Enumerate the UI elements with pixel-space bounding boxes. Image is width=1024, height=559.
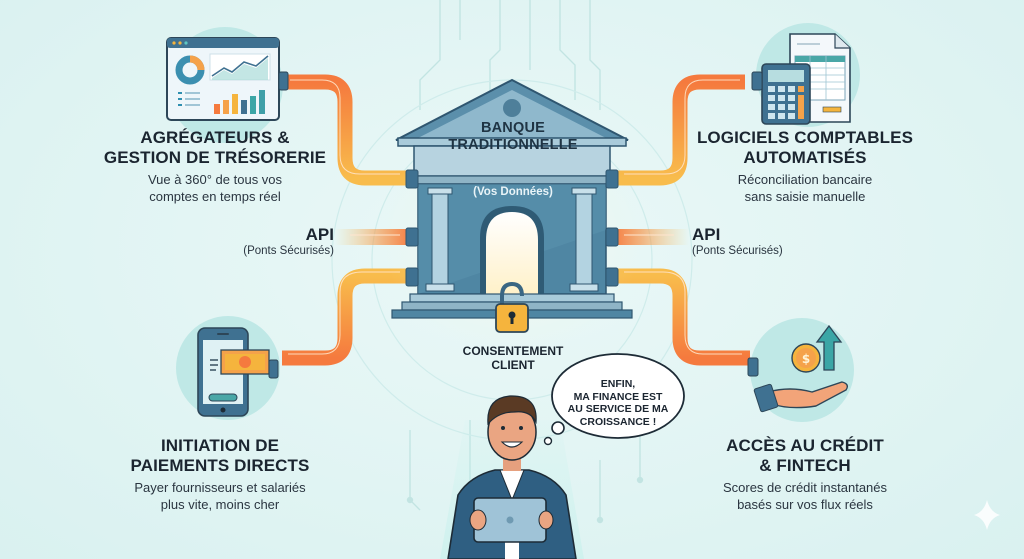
node-aggregators: AGRÉGATEURS & GESTION DE TRÉSORERIE Vue … [100,128,330,205]
node-description: plus vite, moins cher [160,497,280,512]
pipe-right-top [616,74,745,186]
sparkle-icon [974,500,1000,530]
speech-bubble [543,353,685,446]
node-description: Vue à 360° de tous vos [147,172,283,187]
node-credit: ACCÈS AU CRÉDIT & FINTECH Scores de créd… [690,436,920,513]
bubble-line: MA FINANCE EST [573,390,663,403]
consent-line1: CONSENTEMENT [462,344,564,358]
bubble-line: ENFIN, [600,378,636,390]
node-accounting: LOGICIELS COMPTABLES AUTOMATISÉS Réconci… [690,128,920,205]
circuit-lines [406,0,644,524]
node-title: & FINTECH [759,456,851,475]
pipe-left-bottom [282,268,408,366]
bubble-line: CROISSANCE ! [579,415,657,428]
bank-title: BANQUE TRADITIONNELLE [430,120,596,154]
pipe-left-top [285,74,408,186]
consent-line2: CLIENT [491,358,535,372]
api-title: API [305,225,334,244]
bank-subtitle: (Vos Données) [473,186,553,198]
node-description: Réconciliation bancaire [737,172,873,187]
node-title: AUTOMATISÉS [743,148,867,167]
open-padlock-icon [495,281,529,333]
node-title: AGRÉGATEURS & [140,128,290,147]
bubble-line: AU SERVICE DE MA [567,403,669,415]
pipe-right-bottom [616,268,750,366]
bank-title-line1: BANQUE [480,120,546,136]
svg-text:$: $ [802,352,810,366]
node-payments: INITIATION DE PAIEMENTS DIRECTS Payer fo… [105,436,335,513]
api-title: API [692,225,721,244]
node-description: basés sur vos flux réels [737,497,873,512]
node-description: comptes en temps réel [149,189,281,204]
node-description: Payer fournisseurs et salariés [134,480,306,495]
phone-payment-icon [197,327,279,417]
hand-coin-growth-icon: $ [747,324,849,413]
dashboard-icon [166,37,289,121]
api-subtitle: (Ponts Sécurisés) [243,245,334,257]
node-title: PAIEMENTS DIRECTS [130,456,310,475]
api-label-right: API (Ponts Sécurisés) [692,225,802,257]
node-title: GESTION DE TRÉSORERIE [103,148,327,167]
node-description: Scores de crédit instantanés [722,480,888,495]
node-title: ACCÈS AU CRÉDIT [726,436,884,455]
bank-title-line2: TRADITIONNELLE [448,137,578,153]
calculator-spreadsheet-icon [751,33,851,125]
api-subtitle: (Ponts Sécurisés) [692,245,783,257]
businessman-avatar [447,395,577,559]
node-title: INITIATION DE [160,436,280,455]
api-label-left: API (Ponts Sécurisés) [232,225,334,257]
speech-bubble-text: ENFIN, MA FINANCE EST AU SERVICE DE MA C… [558,378,678,428]
node-description: sans saisie manuelle [744,189,866,204]
node-title: LOGICIELS COMPTABLES [696,128,914,147]
consent-label: CONSENTEMENT CLIENT [440,344,586,372]
